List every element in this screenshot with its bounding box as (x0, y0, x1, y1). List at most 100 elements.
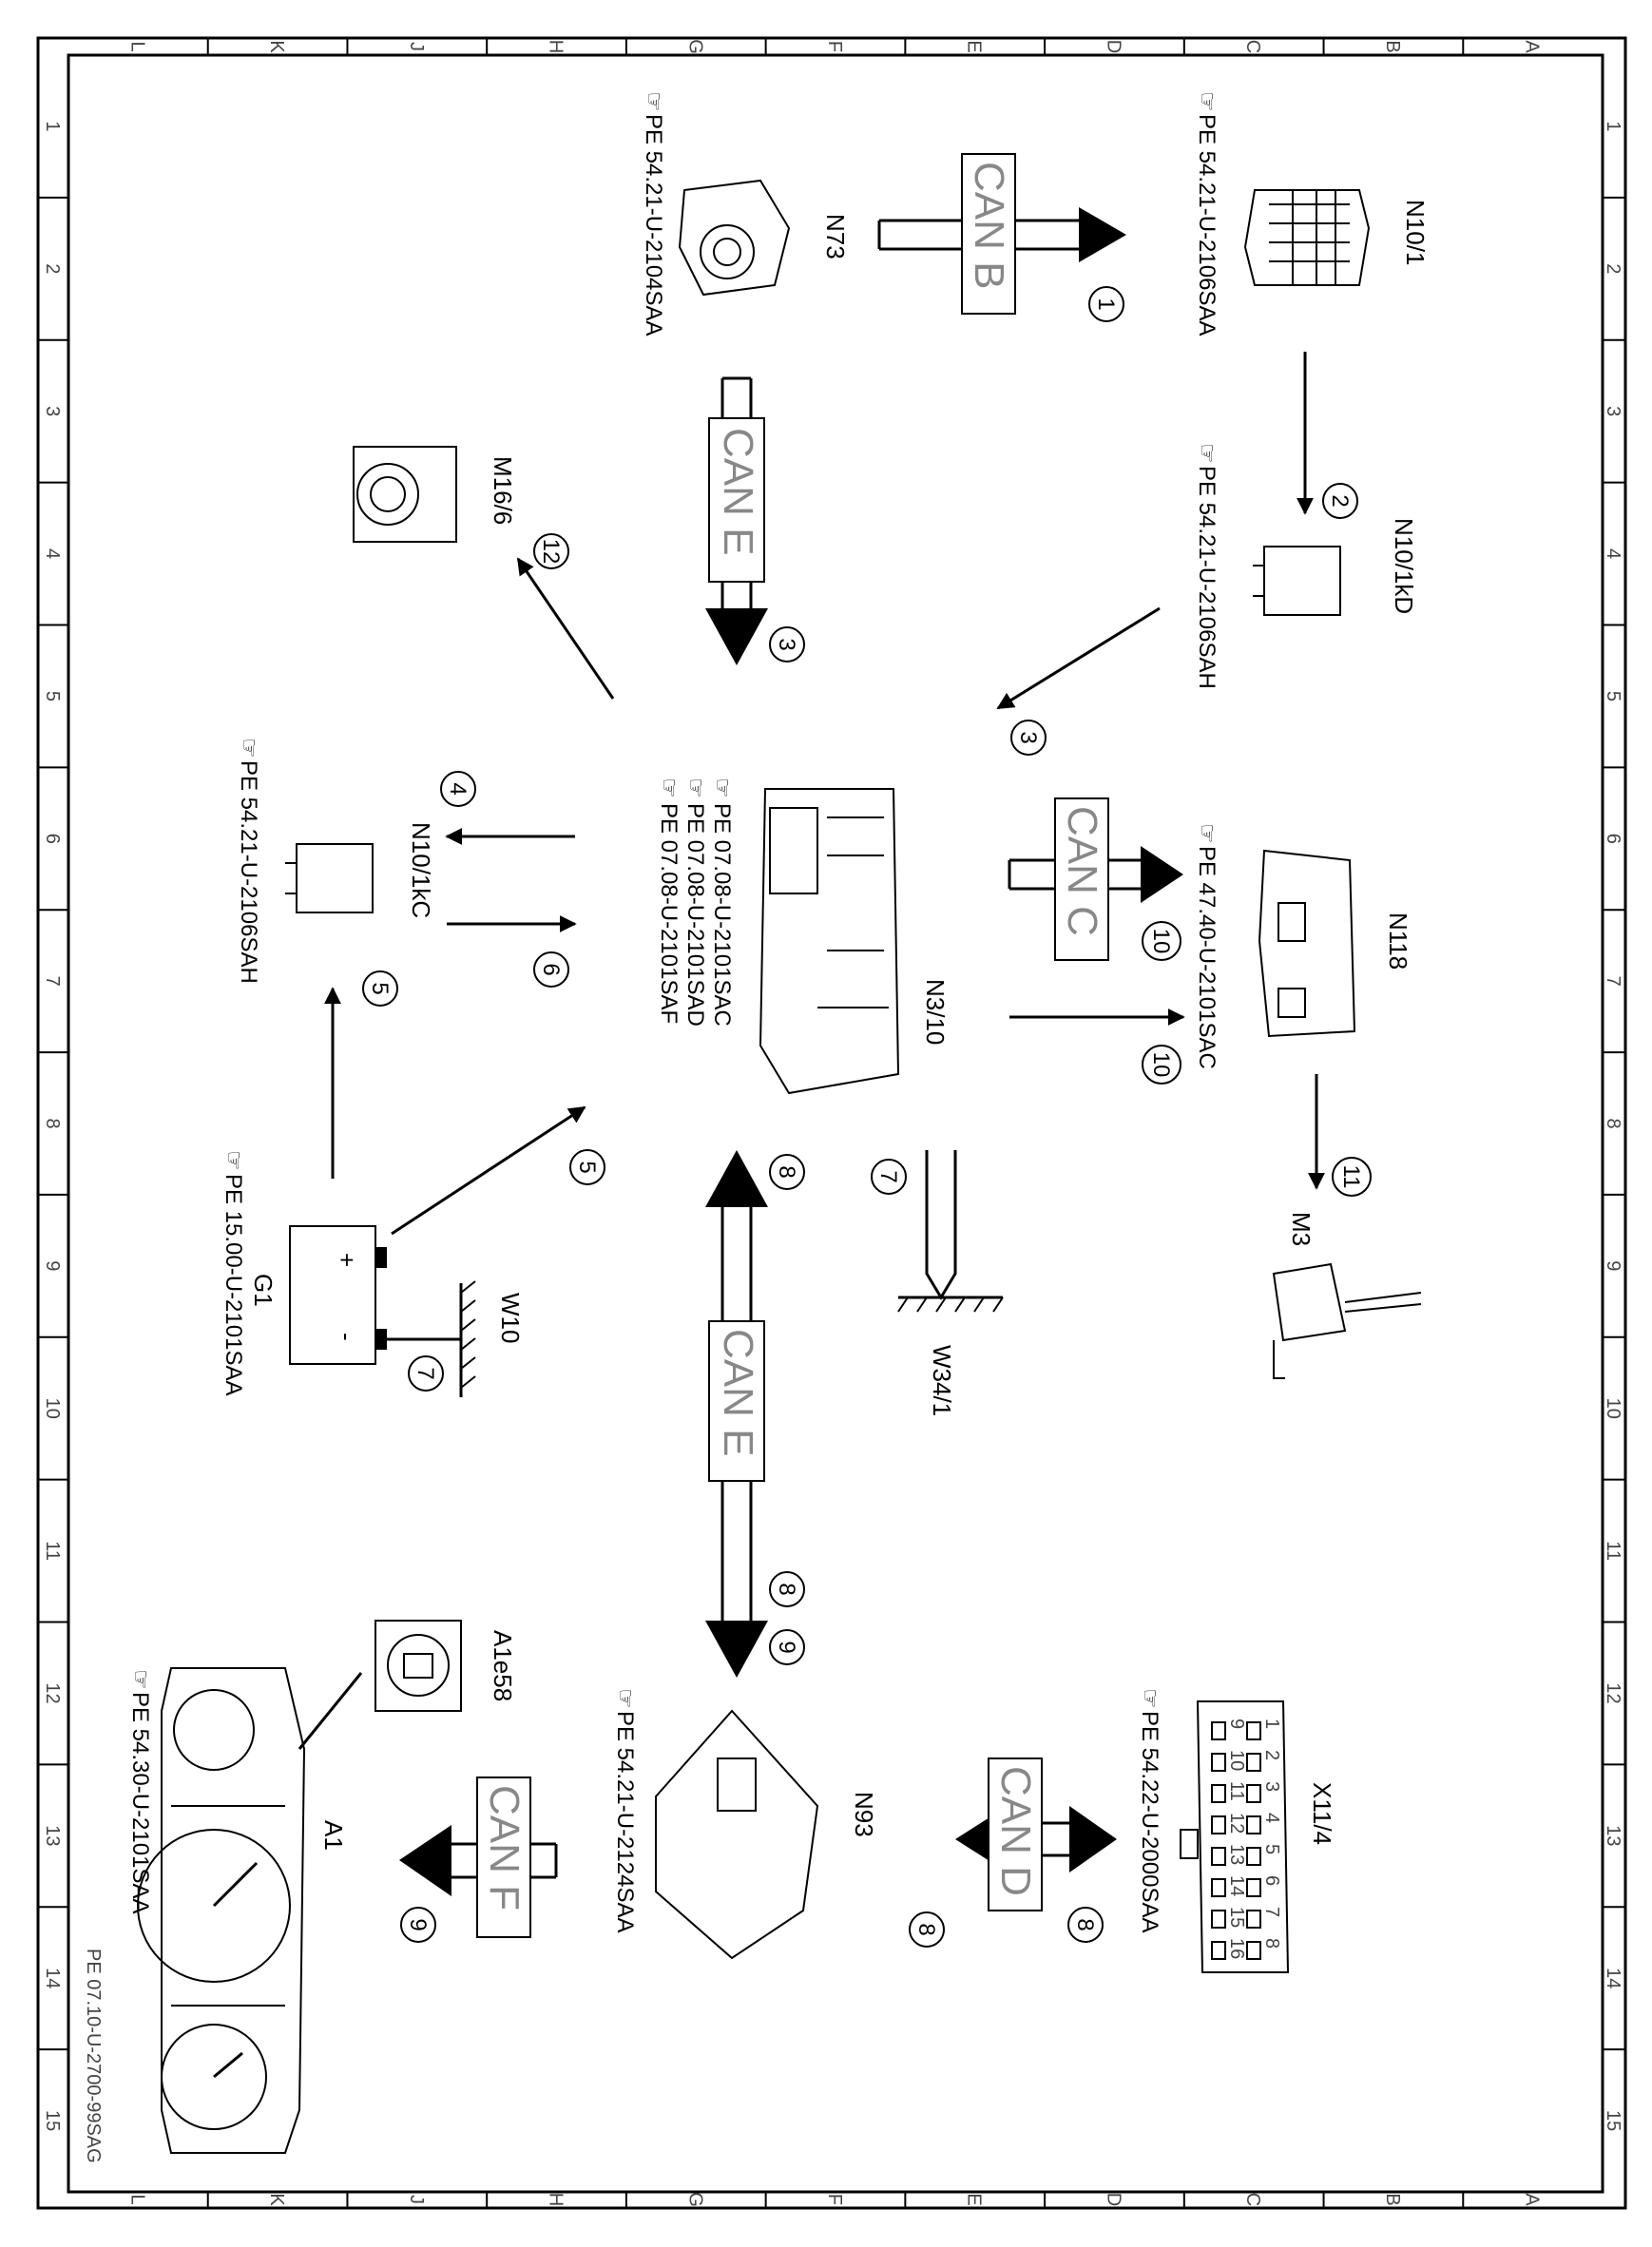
step-8a: 8 (774, 1165, 799, 1178)
grid-row-label: 10 (1603, 1398, 1623, 1419)
x11-4-pin-number: 1 (1261, 1719, 1282, 1729)
grid-col-label: J (406, 2195, 427, 2204)
grid-col-label: C (1242, 2193, 1263, 2206)
x11-4-pin-socket (1211, 1878, 1226, 1897)
x11-4-label: X11/4 (1308, 1782, 1336, 1845)
bus-label-box (476, 1776, 531, 1938)
grid-col-label: A (1522, 2193, 1543, 2206)
step-3b-badge: 3 (1010, 720, 1047, 756)
m3-pump: M3 (1272, 1212, 1422, 1379)
grid-row-label: 2 (1603, 263, 1623, 274)
grid-row-label: 7 (1603, 976, 1623, 987)
w34-1-label: W34/1 (928, 1345, 956, 1416)
can-d-label: CAN D (992, 1766, 1039, 1896)
grid-row-label: 13 (42, 1825, 63, 1846)
x11-4-pin-number: 12 (1226, 1813, 1247, 1834)
x11-4-pin-number: 4 (1261, 1813, 1282, 1823)
step-circle (1142, 921, 1181, 961)
w10-label: W10 (496, 1293, 525, 1343)
manual-ref-icon: ☞ (682, 778, 708, 798)
connector-key (1180, 1829, 1199, 1859)
grid-row-label: 15 (42, 2110, 63, 2131)
grid-row-label: 11 (1603, 1541, 1623, 1561)
can-e-top-link: CAN E (705, 376, 768, 665)
n10-1kc-label: N10/1kC (407, 822, 435, 918)
n73-ref: PE 54.21-U-2104SAA (641, 114, 666, 336)
arrow-head (399, 1825, 451, 1896)
step-circle (569, 1149, 605, 1185)
grid-row-label: 3 (42, 406, 63, 416)
grid-col-label: J (406, 42, 427, 51)
grid-row-label: 1 (42, 121, 63, 131)
module-detail (1277, 902, 1306, 942)
x11-4-pin-socket (1246, 1784, 1261, 1803)
arrow-head (705, 1621, 768, 1678)
a1-ref: PE 54.30-U-2101SAA (127, 1692, 153, 1913)
x11-4-pin-socket (1211, 1753, 1226, 1772)
grid-row-label: 8 (42, 1118, 63, 1128)
n10-1-ref: PE 54.21-U-2106SAA (1194, 114, 1220, 336)
step-1: 1 (1093, 298, 1119, 310)
step-circle (769, 1571, 805, 1607)
ecu-outline (759, 788, 900, 1095)
step-8d: 8 (913, 1923, 939, 1935)
step-circle (440, 771, 476, 807)
arrow-n3-10-to-m16-6 (516, 557, 615, 700)
step-circle (1067, 1907, 1104, 1943)
m16-6-label: M16/6 (489, 456, 517, 525)
manual-ref-icon: ☞ (221, 1150, 246, 1171)
step-circle (362, 970, 398, 1007)
arrow-head (1079, 207, 1126, 262)
step-9b-badge: 9 (400, 1907, 436, 1943)
step-7a: 7 (413, 1367, 438, 1379)
small-gauge (173, 1689, 255, 1771)
n10-1kc-relay: N10/1kC PE 54.21-U-2106SAH ☞ (236, 738, 435, 984)
n10-1kd-relay: N10/1kD PE 54.21-U-2106SAH ☞ (1194, 443, 1418, 689)
gauge-needle (212, 1861, 259, 1908)
bus-label-box (708, 1320, 765, 1482)
grid-row-label: 11 (42, 1541, 63, 1561)
step-10b-badge: 10 (1142, 1045, 1181, 1085)
arrow-head (1069, 1806, 1117, 1872)
grid-col-label: D (1103, 40, 1124, 53)
can-f-link: CAN F (399, 1776, 558, 1938)
pump-shaft (1344, 1292, 1422, 1313)
grid-row-label: 10 (42, 1398, 63, 1419)
throttle-bore (356, 463, 419, 526)
manual-ref-icon: ☞ (127, 1669, 153, 1690)
step-circle (769, 626, 805, 663)
manual-ref-icon: ☞ (1194, 823, 1220, 844)
grid-col-label: D (1103, 2193, 1124, 2206)
doc-ref: PE 07.10-U-2700-99SAG (83, 1949, 104, 2163)
grid-row-label: 9 (42, 1260, 63, 1271)
x11-4-pin-number: 3 (1261, 1781, 1282, 1792)
module-outline (678, 179, 791, 297)
connector-outline (1196, 1700, 1290, 1973)
step-4: 4 (445, 782, 471, 795)
step-12-badge: 12 (533, 533, 569, 569)
leader-a1e58-to-a1 (298, 1672, 363, 1750)
n73-label: N73 (821, 214, 850, 259)
x11-4-pin-number: 5 (1261, 1844, 1282, 1854)
grid-row-label: 9 (1603, 1260, 1623, 1271)
bus-label-box (708, 417, 765, 583)
ground-strap (925, 1150, 957, 1300)
step-9a: 9 (774, 1641, 799, 1653)
pump-lead (1273, 1340, 1285, 1379)
step-circle (909, 1911, 945, 1948)
x11-4-pin-socket (1246, 1941, 1261, 1960)
step-circle (400, 1907, 436, 1943)
cluster-outline (161, 1667, 306, 2154)
n73-module: N73 PE 54.21-U-2104SAA ☞ (641, 91, 850, 336)
pump-body (1272, 1262, 1347, 1342)
manual-ref-icon: ☞ (1194, 443, 1220, 464)
step-8c-badge: 8 (1067, 1907, 1104, 1943)
grid-col-label: C (1242, 40, 1263, 53)
n3-10-ref-1: PE 07.08-U-2101SAC (709, 803, 735, 1027)
x11-4-pin-socket (1246, 1878, 1261, 1897)
step-circle (1010, 720, 1047, 756)
n118-ref: PE 47.40-U-2101SAC (1194, 846, 1220, 1069)
module-outline (655, 1709, 819, 1960)
x11-4-pin-number: 6 (1261, 1875, 1282, 1886)
